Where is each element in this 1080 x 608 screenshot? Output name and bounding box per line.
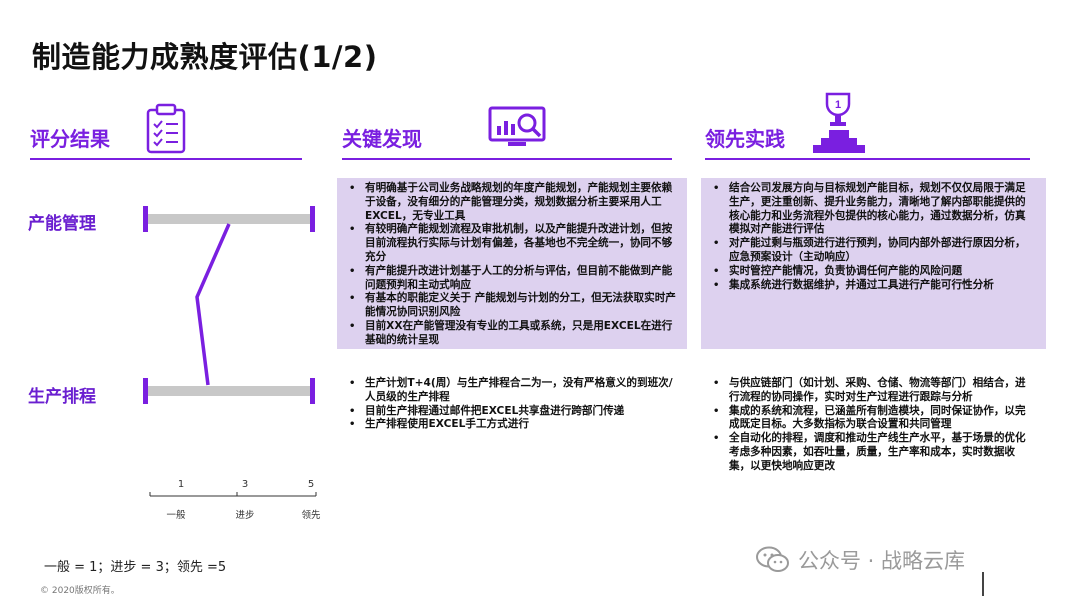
findings-header-rule (342, 158, 672, 160)
leading-scheduling-box: 与供应链部门（如计划、采购、仓储、物流等部门）相结合，进行流程的协同操作，实时对… (701, 373, 1046, 513)
scale-cap-right-2 (310, 378, 315, 404)
leading-scheduling-item-1: 与供应链部门（如计划、采购、仓储、物流等部门）相结合，进行流程的协同操作，实时对… (711, 377, 1036, 405)
scale-level-label-3: 领先 (301, 509, 321, 521)
scale-tick-label-1: 1 (178, 479, 184, 490)
scale-tick-label-3: 5 (308, 479, 314, 490)
findings-capacity-item-3: 有产能提升改进计划基于人工的分析与评估，但目前不能做到产能问题预判和主动式响应 (347, 265, 677, 293)
leading-capacity-item-4: 集成系统进行数据维护，并通过工具进行产能可行性分析 (711, 279, 1036, 293)
leading-capacity-item-2: 对产能过剩与瓶颈进行进行预判，协同内部外部进行原因分析，应急预案设计（主动响应） (711, 237, 1036, 265)
leading-capacity-item-3: 实时管控产能情况，负责协调任何产能的风险问题 (711, 265, 1036, 279)
findings-capacity-item-1: 有明确基于公司业务战略规划的年度产能规划，产能规划主要依赖于设备，没有细分的产能… (347, 182, 677, 223)
trophy-podium-icon: 1 (813, 92, 865, 153)
leading-capacity-box: 结合公司发展方向与目标规划产能目标，规划不仅仅局限于满足生产，更注重创新、提升业… (701, 178, 1046, 349)
leading-header-label: 领先实践 (705, 127, 785, 151)
svg-text:1: 1 (835, 99, 841, 111)
leading-header: 领先实践 1 (705, 92, 1030, 160)
findings-capacity-item-2: 有较明确产能规划流程及审批机制，以及产能提升改进计划，但按目前流程执行实际与计划… (347, 223, 677, 264)
scale-bar-1 (146, 214, 312, 224)
findings-header-label: 关键发现 (342, 127, 422, 151)
leading-scheduling-item-3: 全自动化的排程，调度和推动生产线生产水平，基于场景的优化考虑多种因素，如吞吐量，… (711, 432, 1036, 473)
score-header-rule (30, 158, 302, 160)
maturity-scale-chart: 1 一般 3 进步 5 领先 (143, 206, 321, 521)
watermark: 公众号 · 战略云库 (756, 545, 965, 575)
findings-scheduling-item-1: 生产计划T+4(周）与生产排程合二为一，没有严格意义的到班次/人员级的生产排程 (347, 377, 677, 405)
findings-capacity-item-4: 有基本的职能定义关于 产能规划与计划的分工，但无法获取实时产能情况协同识别风险 (347, 292, 677, 320)
score-header-label: 评分结果 (30, 127, 110, 151)
clipboard-checklist-icon (146, 103, 186, 154)
findings-scheduling-item-3: 生产排程使用EXCEL手工方式进行 (347, 418, 677, 432)
wechat-icon (756, 546, 789, 572)
scale-level-label-1: 一般 (166, 509, 186, 521)
findings-scheduling-item-2: 目前生产排程通过邮件把EXCEL共享盘进行跨部门传递 (347, 405, 677, 419)
findings-capacity-item-5: 目前XX在产能管理没有专业的工具或系统，只是用EXCEL在进行基础的统计呈现 (347, 320, 677, 348)
scale-cap-right-1 (310, 206, 315, 232)
monitor-analytics-icon (488, 106, 546, 146)
scale-cap-left-1 (143, 206, 148, 232)
leading-capacity-item-1: 结合公司发展方向与目标规划产能目标，规划不仅仅局限于满足生产，更注重创新、提升业… (711, 182, 1036, 237)
scale-level-label-2: 进步 (235, 510, 254, 521)
watermark-text: 公众号 · 战略云库 (798, 549, 966, 573)
row-label-scheduling: 生产排程 (28, 387, 96, 407)
leading-header-rule (705, 158, 1030, 160)
findings-scheduling-box: 生产计划T+4(周）与生产排程合二为一，没有严格意义的到班次/人员级的生产排程目… (337, 373, 687, 443)
findings-capacity-box: 有明确基于公司业务战略规划的年度产能规划，产能规划主要依赖于设备，没有细分的产能… (337, 178, 687, 349)
scale-legend: 一般 = 1；进步 = 3；领先 =5 (44, 560, 227, 575)
scale-tick-label-2: 3 (242, 479, 248, 490)
score-connector-line (195, 223, 231, 386)
row-label-capacity: 产能管理 (28, 214, 96, 234)
copyright-notice: © 2020版权所有。 (40, 586, 120, 596)
page-marker (982, 572, 984, 596)
page-title: 制造能力成熟度评估(1/2) (32, 40, 378, 74)
scale-bar-2 (146, 386, 312, 396)
findings-header: 关键发现 (342, 96, 672, 160)
leading-scheduling-item-2: 集成的系统和流程，已涵盖所有制造模块，同时保证协作，以完成既定目标。大多数指标为… (711, 405, 1036, 433)
scale-cap-left-2 (143, 378, 148, 404)
score-header: 评分结果 (30, 96, 302, 160)
